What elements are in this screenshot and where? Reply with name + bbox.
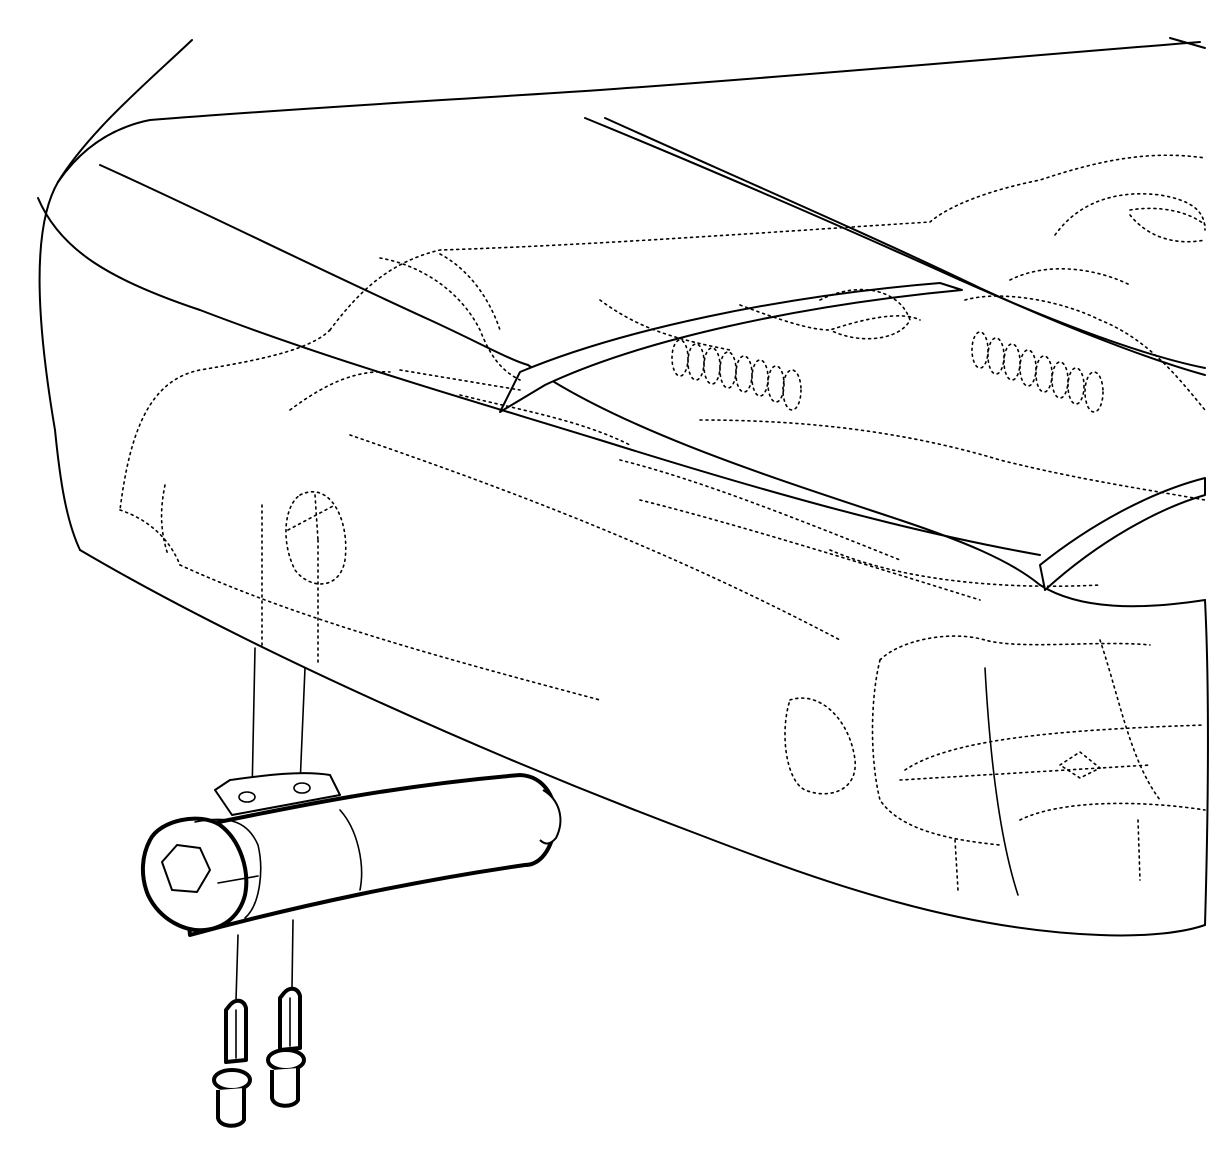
cushion-springs (671, 331, 1104, 413)
spring-right (971, 331, 1104, 413)
seat-cushion-outline (37, 37, 1210, 937)
seat-cushion-hidden-structure (119, 154, 1206, 891)
mounting-bracket (214, 772, 341, 816)
leader-lines (235, 647, 306, 1001)
hex-socket (161, 844, 211, 893)
push-pin-fastener-right (266, 986, 306, 1108)
bracket-hole-left (238, 791, 256, 803)
spring-left (671, 339, 802, 411)
cylindrical-actuator (141, 772, 562, 937)
cushion-wire (499, 282, 1206, 591)
bracket-hole-right (293, 782, 311, 794)
push-pin-fastener-left (212, 998, 252, 1128)
